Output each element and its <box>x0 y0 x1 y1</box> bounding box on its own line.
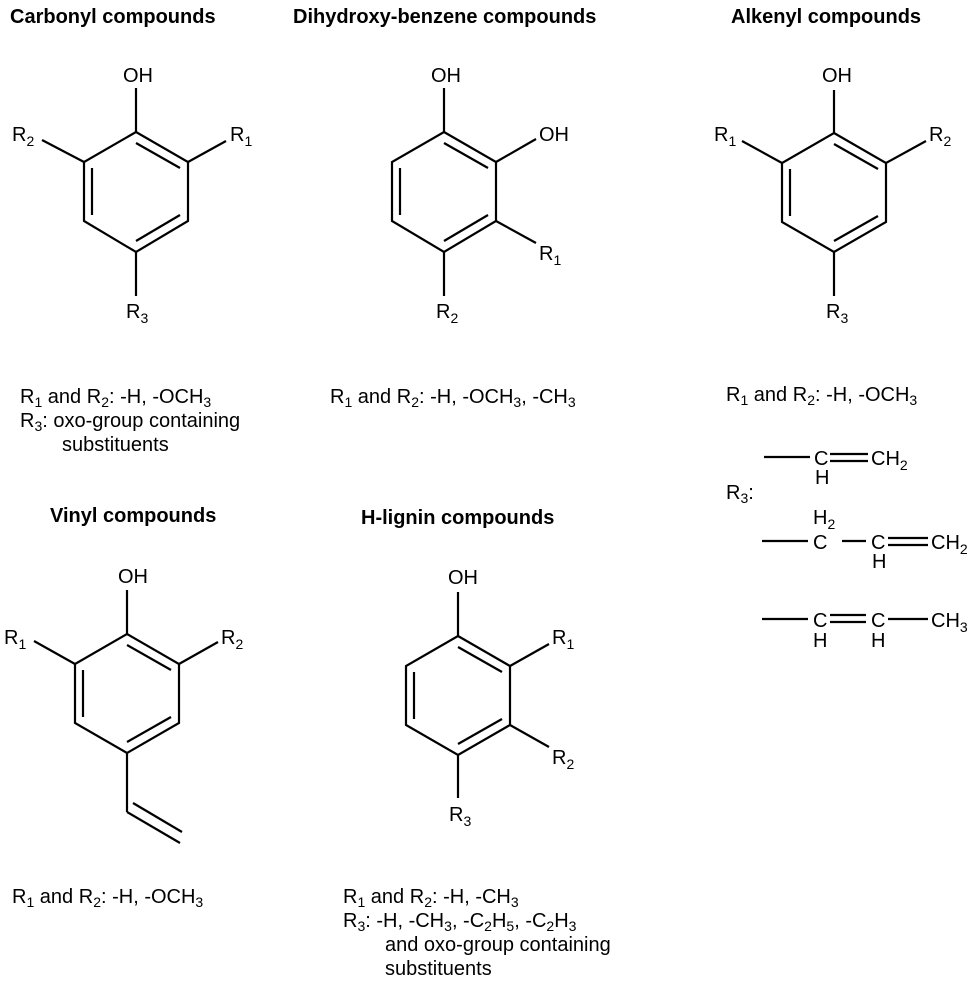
carbonyl-r2-bond <box>41 139 85 163</box>
alkenyl-r3-label: R3 <box>826 301 848 326</box>
alkenyl-sub2-ch2: CH2 <box>931 532 968 557</box>
carbonyl-double-bond <box>135 214 181 242</box>
hlignin-notes: R1 and R2: -H, -CH3 R3: -H, -CH3, -C2H5,… <box>343 885 611 981</box>
carbonyl-oh-label: OH <box>123 65 153 87</box>
alkenyl-r2-label: R2 <box>929 124 951 149</box>
carbonyl-r1-bond <box>187 140 227 163</box>
carbonyl-double-bond <box>135 142 181 169</box>
dihydroxy-double-bond <box>443 142 489 169</box>
alkenyl-structure <box>741 90 927 296</box>
vinyl-note-line1: R1 and R2: -H, -OCH3 <box>12 886 204 910</box>
alkenyl-benzene-ring <box>780 131 888 254</box>
hlignin-note-line2: R3: -H, -CH3, -C2H5, -C2H3 <box>343 910 577 934</box>
alkenyl-r3-substituent-1 <box>764 452 868 463</box>
alkenyl-sub1-ch2: CH2 <box>871 448 908 473</box>
alkenyl-note-line1: R1 and R2: -H, -OCH3 <box>726 384 918 408</box>
carbonyl-r3-label: R3 <box>126 301 148 326</box>
carbonyl-note-line3: substituents <box>62 434 169 456</box>
vinyl-notes: R1 and R2: -H, -OCH3 <box>12 885 203 909</box>
carbonyl-structure <box>41 88 227 296</box>
dihydroxy-benzene-ring <box>390 130 498 254</box>
vinyl-title: Vinyl compounds <box>50 505 217 527</box>
alkenyl-sub3-c1: C <box>813 610 827 632</box>
vinyl-double-bond <box>126 716 172 743</box>
dihydroxy-oh-top-label: OH <box>431 65 461 87</box>
hlignin-r2-bond <box>509 724 550 748</box>
alkenyl-sub2-c1: C <box>813 532 827 554</box>
alkenyl-r2-bond <box>885 140 927 164</box>
alkenyl-r3-substituent-3 <box>762 613 928 624</box>
dihydroxy-oh-right-bond <box>495 138 537 163</box>
dihydroxy-r2-label: R2 <box>436 301 458 326</box>
alkenyl-r3-substituent-2 <box>762 536 928 547</box>
hlignin-oh-label: OH <box>448 567 478 589</box>
vinyl-r2-label: R2 <box>221 627 243 652</box>
hlignin-structure <box>404 592 550 798</box>
alkenyl-sub3-c2: C <box>871 610 885 632</box>
vinyl-oh-label: OH <box>118 566 148 588</box>
alkenyl-sub3-ch3: CH3 <box>931 610 968 635</box>
carbonyl-r2-label: R2 <box>12 124 34 149</box>
carbonyl-note-line1: R1 and R2: -H, -OCH3 <box>20 386 212 410</box>
dihydroxy-note-line1: R1 and R2: -H, -OCH3, -CH3 <box>330 386 576 410</box>
alkenyl-double-bond <box>833 143 879 170</box>
hlignin-note-line3: and oxo-group containing <box>385 934 611 956</box>
vinyl-side-chain-double-bond <box>132 802 183 833</box>
alkenyl-sub3-h1: H <box>813 630 827 652</box>
vinyl-side-chain-bond <box>126 811 181 844</box>
vinyl-r1-bond <box>33 640 76 665</box>
alkenyl-sub3-h2: H <box>871 630 885 652</box>
vinyl-benzene-ring <box>73 632 181 755</box>
vinyl-double-bond <box>126 644 172 671</box>
dihydroxy-r1-label: R1 <box>539 243 561 268</box>
carbonyl-r1-label: R1 <box>230 124 252 149</box>
dihydroxy-r1-bond <box>495 220 537 244</box>
hlignin-r1-bond <box>509 643 550 667</box>
carbonyl-title: Carbonyl compounds <box>10 6 216 28</box>
vinyl-r2-bond <box>178 641 219 665</box>
carbonyl-note-line2: R3: oxo-group containing <box>20 410 241 434</box>
hlignin-r2-label: R2 <box>552 747 574 772</box>
carbonyl-notes: R1 and R2: -H, -OCH3 R3: oxo-group conta… <box>20 385 240 457</box>
hlignin-benzene-ring <box>404 634 512 757</box>
alkenyl-oh-label: OH <box>822 65 852 87</box>
alkenyl-sub1-h: H <box>815 467 829 489</box>
carbonyl-benzene-ring <box>82 130 190 254</box>
vinyl-structure <box>33 590 219 844</box>
hlignin-note-line1: R1 and R2: -H, -CH3 <box>343 886 519 910</box>
alkenyl-double-bond <box>833 215 879 242</box>
dihydroxy-double-bond <box>443 214 489 242</box>
alkenyl-title: Alkenyl compounds <box>731 6 922 28</box>
hlignin-r1-label: R1 <box>552 627 574 652</box>
alkenyl-sub2-h2: H2 <box>813 507 835 532</box>
hlignin-double-bond <box>457 646 503 673</box>
vinyl-r1-label: R1 <box>4 627 26 652</box>
alkenyl-sub2-c2: C <box>871 532 885 554</box>
alkenyl-sub2-h: H <box>872 551 886 573</box>
dihydroxy-structure <box>390 88 537 296</box>
alkenyl-notes: R1 and R2: -H, -OCH3 <box>726 383 917 407</box>
alkenyl-r3-label: R3: <box>726 482 754 506</box>
hlignin-r3-label: R3 <box>449 804 471 829</box>
alkenyl-sub1-c: C <box>814 448 828 470</box>
hlignin-title: H-lignin compounds <box>361 507 555 529</box>
alkenyl-r1-label: R1 <box>714 124 736 149</box>
hlignin-note-line4: substituents <box>385 958 492 980</box>
dihydroxy-title: Dihydroxy-benzene compounds <box>293 6 597 28</box>
dihydroxy-notes: R1 and R2: -H, -OCH3, -CH3 <box>330 385 576 409</box>
dihydroxy-oh-right-label: OH <box>539 124 569 146</box>
hlignin-double-bond <box>457 718 503 745</box>
alkenyl-r1-bond <box>741 140 783 164</box>
